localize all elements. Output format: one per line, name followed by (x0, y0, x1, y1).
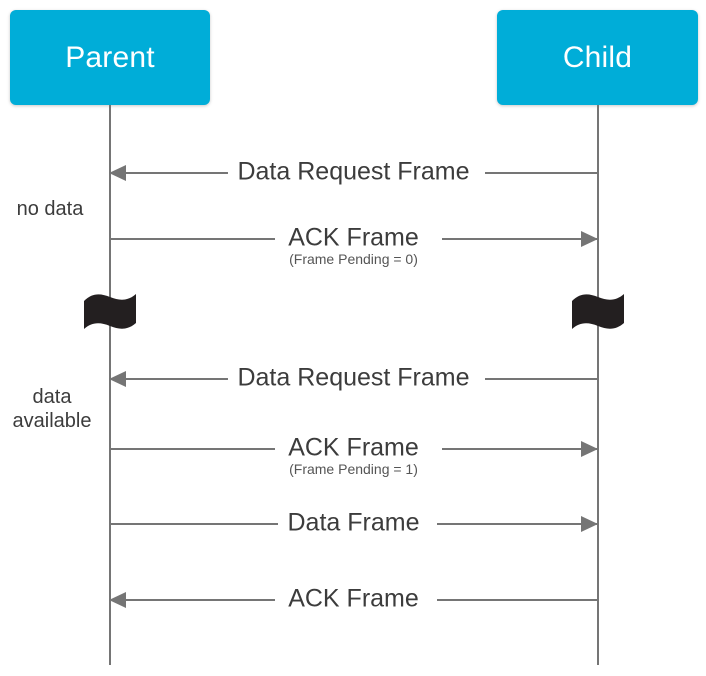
note-no-data: no data (16, 198, 84, 220)
participant-parent[interactable]: Parent (10, 10, 210, 105)
participant-child[interactable]: Child (497, 10, 698, 105)
message-line-left (110, 378, 228, 380)
participant-parent-label: Parent (65, 40, 155, 74)
message-line-left (110, 448, 275, 450)
message-label: Data Request Frame (227, 159, 480, 185)
message-line-right (442, 448, 597, 450)
message-sublabel: (Frame Pending = 0) (289, 251, 418, 267)
arrowhead-right-icon (581, 516, 598, 532)
message-line-left (110, 523, 280, 525)
message-line-right (442, 238, 597, 240)
note-data-available: data available (12, 386, 92, 432)
message-label: Data Frame (277, 510, 430, 536)
message-line-right (485, 378, 597, 380)
arrowhead-left-icon (109, 165, 126, 181)
message-label: ACK Frame (278, 225, 429, 251)
arrowhead-right-icon (581, 231, 598, 247)
message-line-right (437, 523, 597, 525)
arrowhead-right-icon (581, 441, 598, 457)
message-label: Data Request Frame (227, 365, 480, 391)
message-line-left (110, 599, 275, 601)
message-line-left (110, 172, 228, 174)
flag-break-icon-parent (82, 291, 138, 333)
arrowhead-left-icon (109, 592, 126, 608)
message-sublabel: (Frame Pending = 1) (289, 461, 418, 477)
arrowhead-left-icon (109, 371, 126, 387)
message-line-left (110, 238, 275, 240)
message-line-right (437, 599, 597, 601)
message-label: ACK Frame (278, 435, 429, 461)
message-line-right (485, 172, 597, 174)
flag-break-icon-child (570, 291, 626, 333)
message-label: ACK Frame (278, 586, 429, 612)
participant-child-label: Child (562, 40, 633, 74)
lifeline-child (597, 105, 599, 665)
